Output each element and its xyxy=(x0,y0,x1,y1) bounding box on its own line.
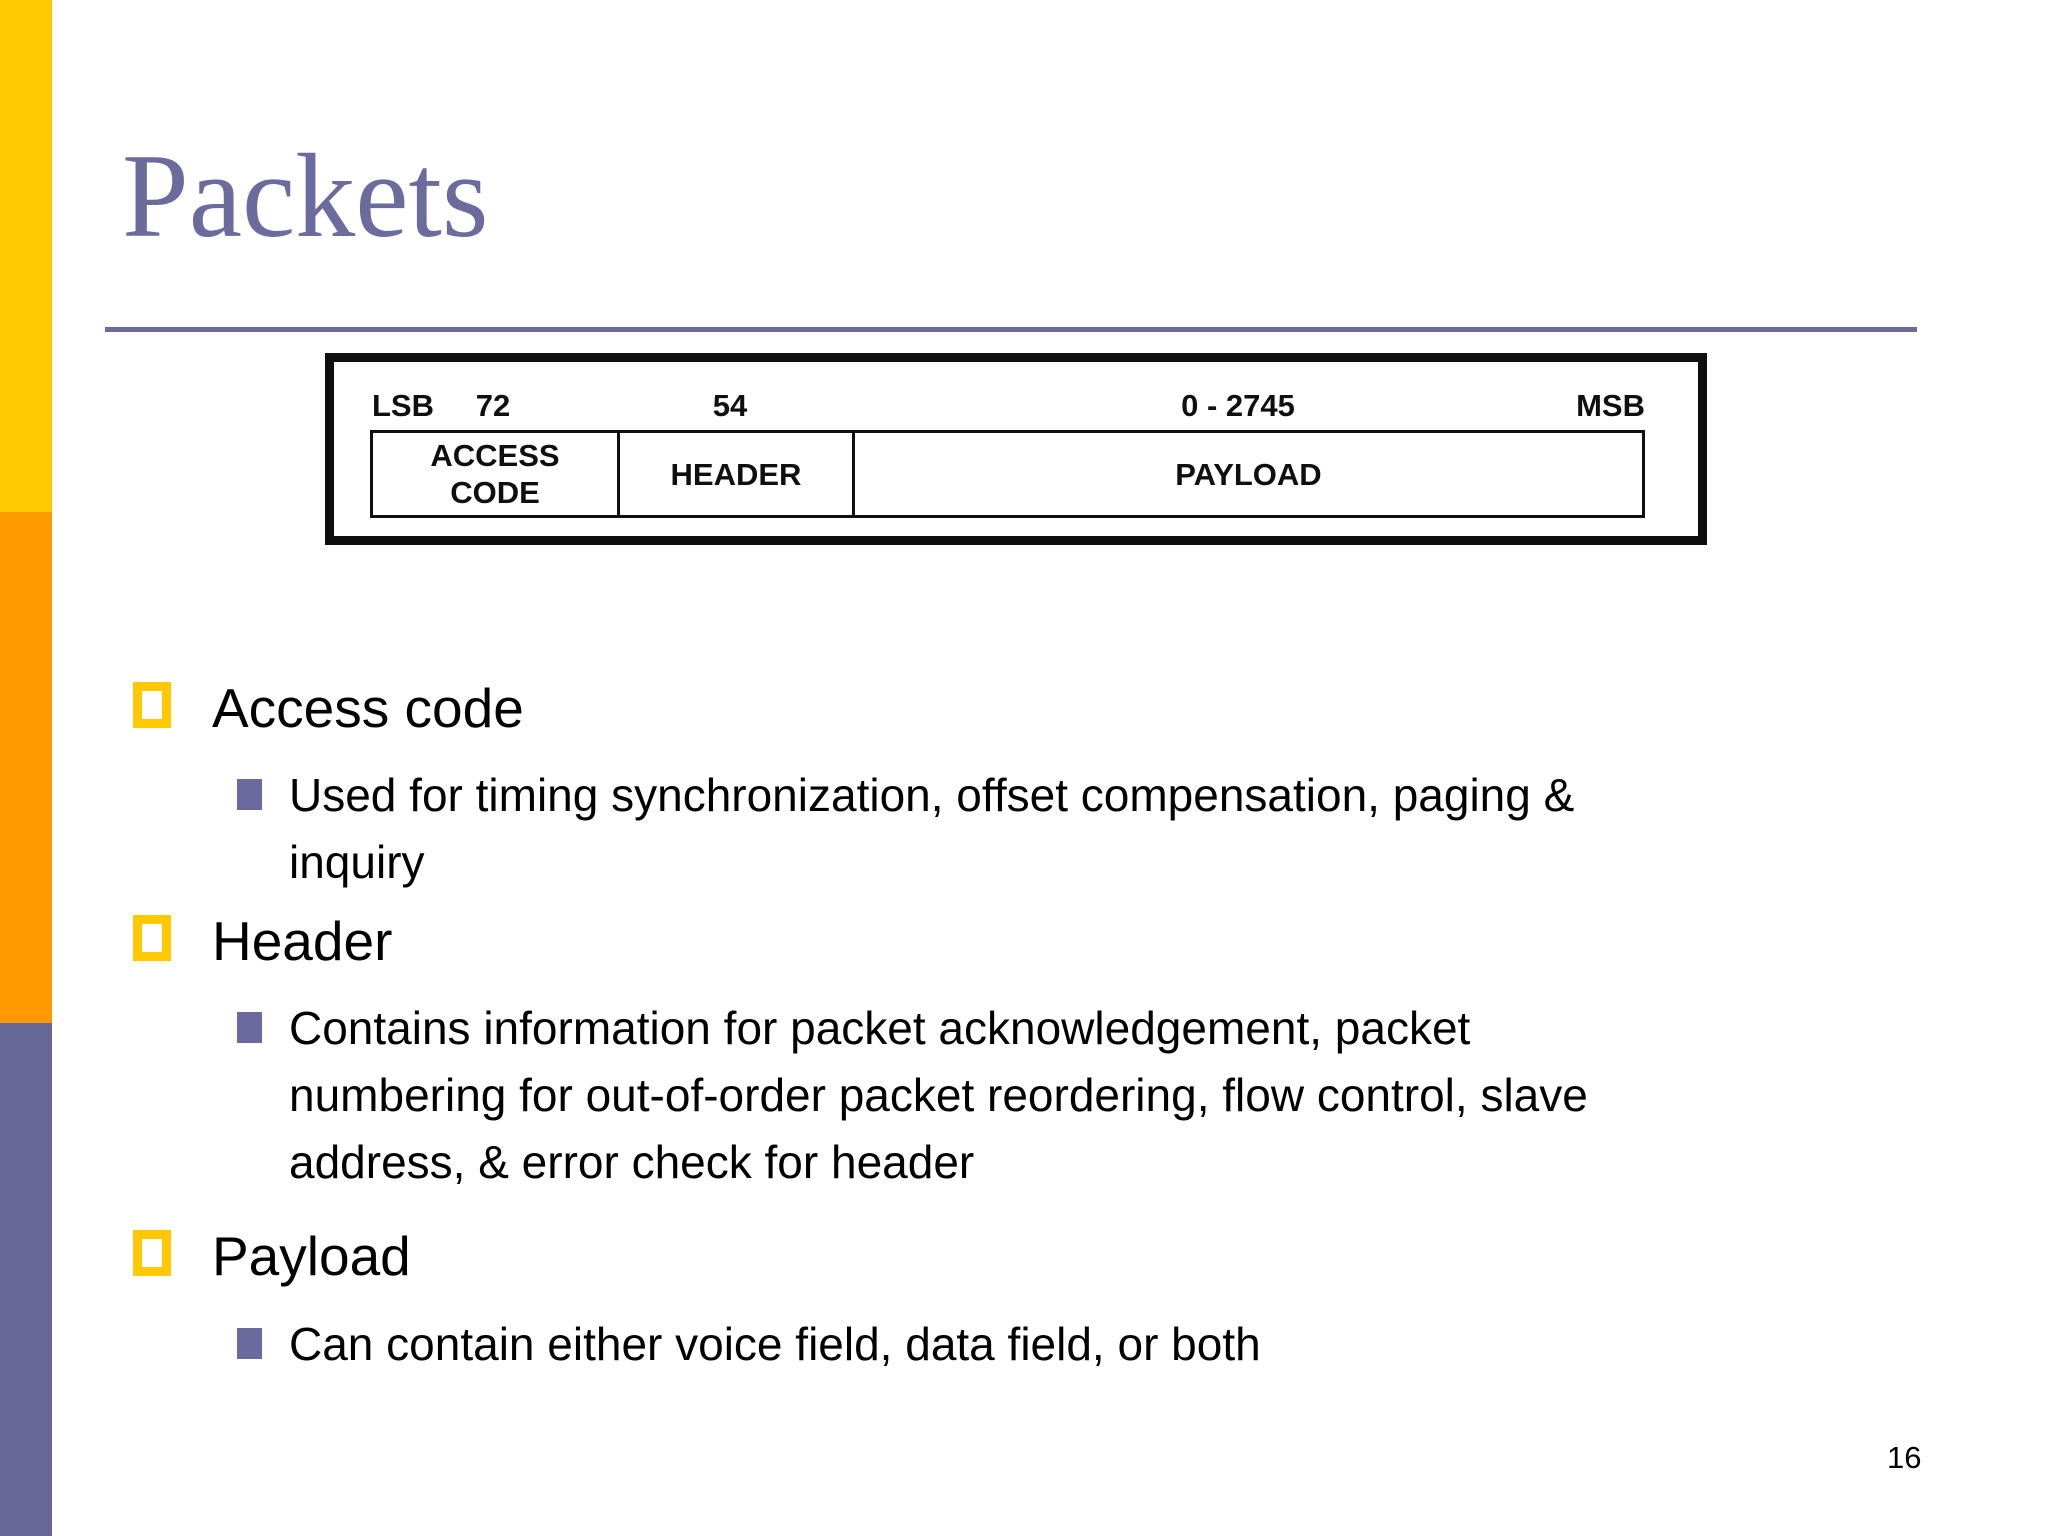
filled-square-bullet-icon xyxy=(237,779,262,810)
bullet-heading-header: Header xyxy=(212,910,393,972)
hollow-square-bullet-icon xyxy=(133,915,171,961)
sidebar-purple-bar xyxy=(0,1023,52,1536)
hollow-square-bullet-icon xyxy=(133,1230,171,1276)
access-code-cell: ACCESS CODE xyxy=(373,433,620,515)
hollow-square-bullet-icon xyxy=(133,682,171,728)
payload-cell: PAYLOAD xyxy=(855,433,1642,515)
header-cell: HEADER xyxy=(620,433,855,515)
diagram-label-lsb: LSB xyxy=(372,388,434,423)
packet-fields-table: ACCESS CODE HEADER PAYLOAD xyxy=(370,430,1645,518)
sidebar-yellow-bar xyxy=(0,0,52,512)
diagram-label-payload-bits: 0 - 2745 xyxy=(1181,388,1295,423)
sidebar-orange-bar xyxy=(0,512,52,1023)
sub-bullet-line: inquiry xyxy=(289,836,425,888)
page-number: 16 xyxy=(1887,1440,1922,1475)
access-code-cell-line: CODE xyxy=(450,475,540,510)
bullet-heading-payload: Payload xyxy=(212,1225,411,1287)
title-underline xyxy=(105,327,1917,332)
sub-bullet-line: Used for timing synchronization, offset … xyxy=(289,769,1575,821)
slide-title: Packets xyxy=(122,129,489,262)
packet-structure-diagram: LSB 72 54 0 - 2745 MSB ACCESS CODE HEADE… xyxy=(325,353,1707,545)
sub-bullet-header: Contains information for packet acknowle… xyxy=(289,995,1588,1196)
payload-cell-line: PAYLOAD xyxy=(1175,456,1322,492)
bullet-heading-access-code: Access code xyxy=(212,677,524,739)
sub-bullet-line: address, & error check for header xyxy=(289,1136,975,1188)
diagram-label-access-code-bits: 72 xyxy=(475,388,511,423)
sub-bullet-line: Can contain either voice field, data fie… xyxy=(289,1318,1261,1370)
filled-square-bullet-icon xyxy=(237,1328,262,1359)
sub-bullet-payload: Can contain either voice field, data fie… xyxy=(289,1311,1261,1378)
sub-bullet-line: Contains information for packet acknowle… xyxy=(289,1002,1471,1054)
header-cell-line: HEADER xyxy=(670,456,802,492)
diagram-label-header-bits: 54 xyxy=(712,388,748,423)
filled-square-bullet-icon xyxy=(237,1012,262,1043)
diagram-label-msb: MSB xyxy=(1576,388,1645,423)
sub-bullet-access-code: Used for timing synchronization, offset … xyxy=(289,762,1574,896)
sub-bullet-line: numbering for out-of-order packet reorde… xyxy=(289,1069,1588,1121)
access-code-cell-line: ACCESS xyxy=(430,438,560,473)
